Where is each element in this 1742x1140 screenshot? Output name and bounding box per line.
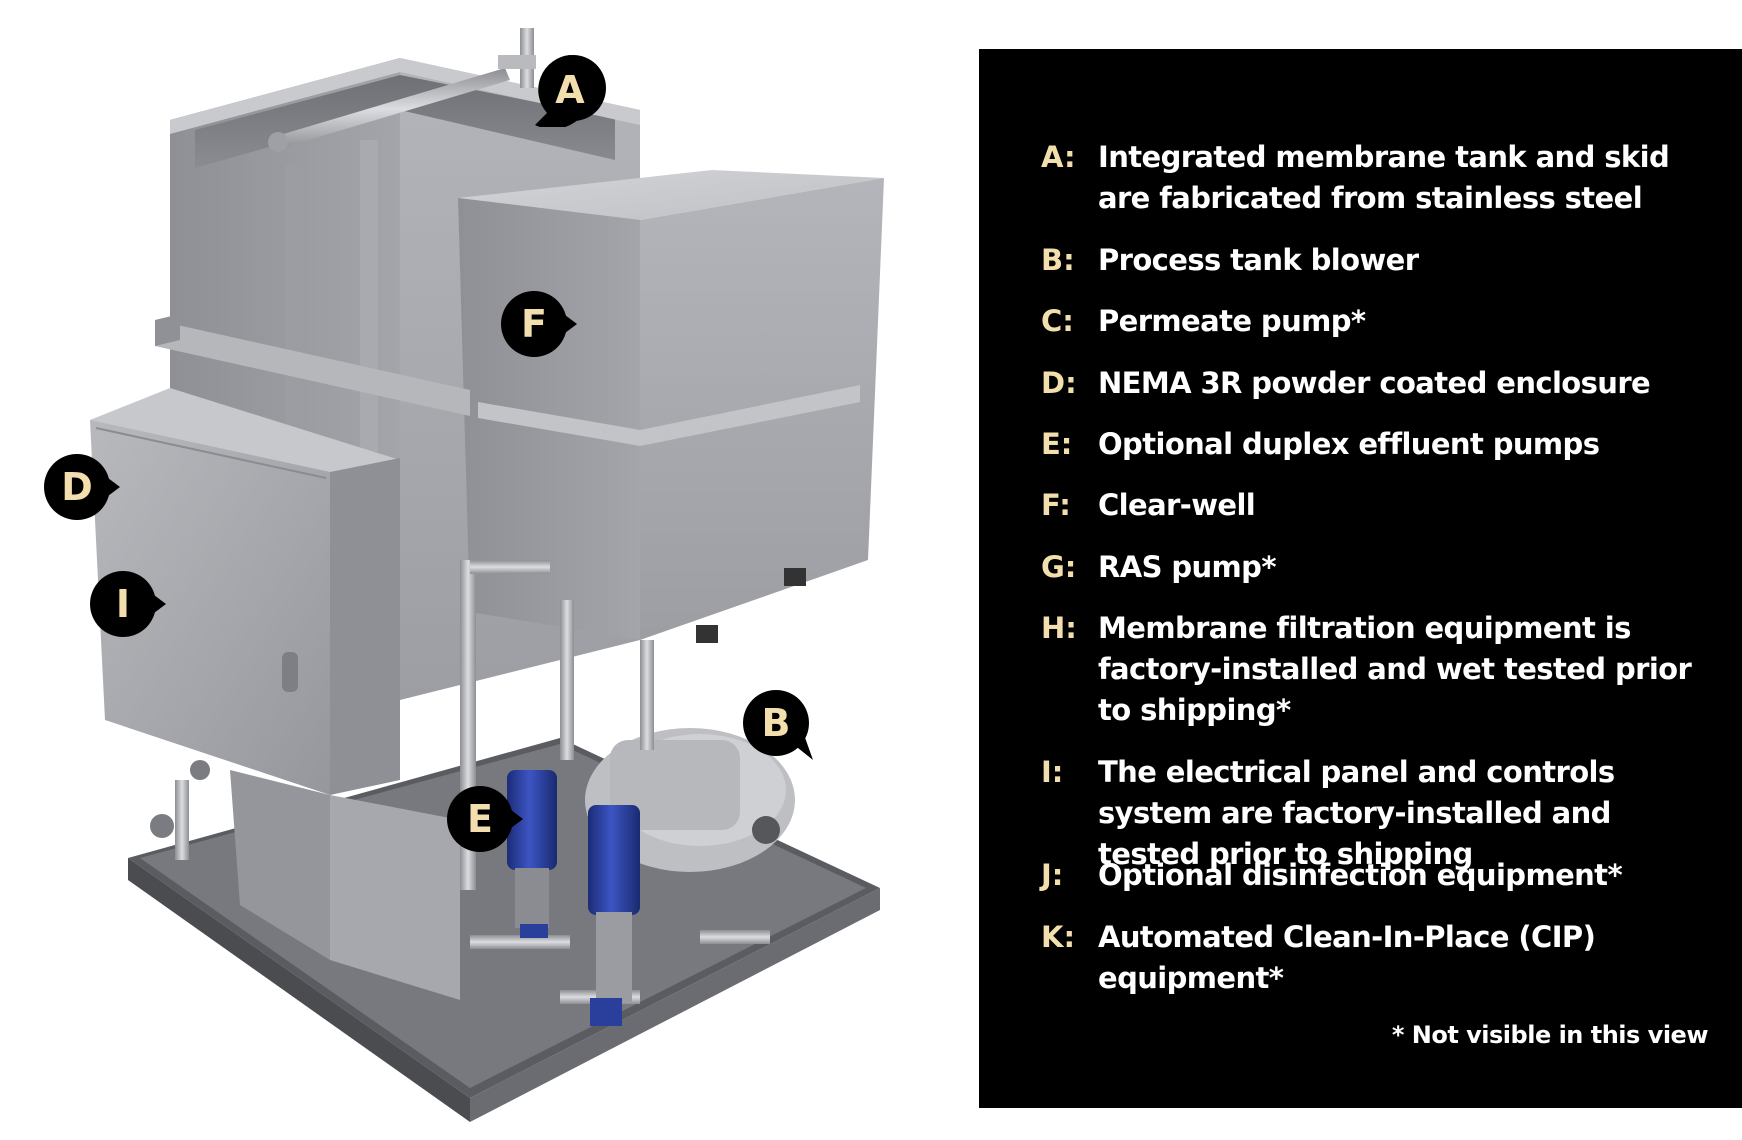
callout-b: B — [739, 686, 813, 760]
callout-e: E — [443, 782, 523, 856]
footnote: * Not visible in this view — [1391, 1021, 1709, 1049]
frame-rail — [155, 314, 470, 416]
clear-well-tank — [458, 170, 884, 643]
lower-tank — [230, 770, 460, 1000]
callout-a: A — [533, 53, 607, 127]
top-pipe — [268, 28, 536, 152]
callout-i: I — [86, 567, 166, 641]
callout-f: F — [497, 287, 577, 361]
electrical-enclosure — [90, 388, 400, 795]
effluent-pumps — [507, 770, 640, 1026]
callout-d: D — [40, 450, 120, 524]
legend-panel: A: Integrated membrane tank and skid are… — [979, 49, 1742, 1108]
